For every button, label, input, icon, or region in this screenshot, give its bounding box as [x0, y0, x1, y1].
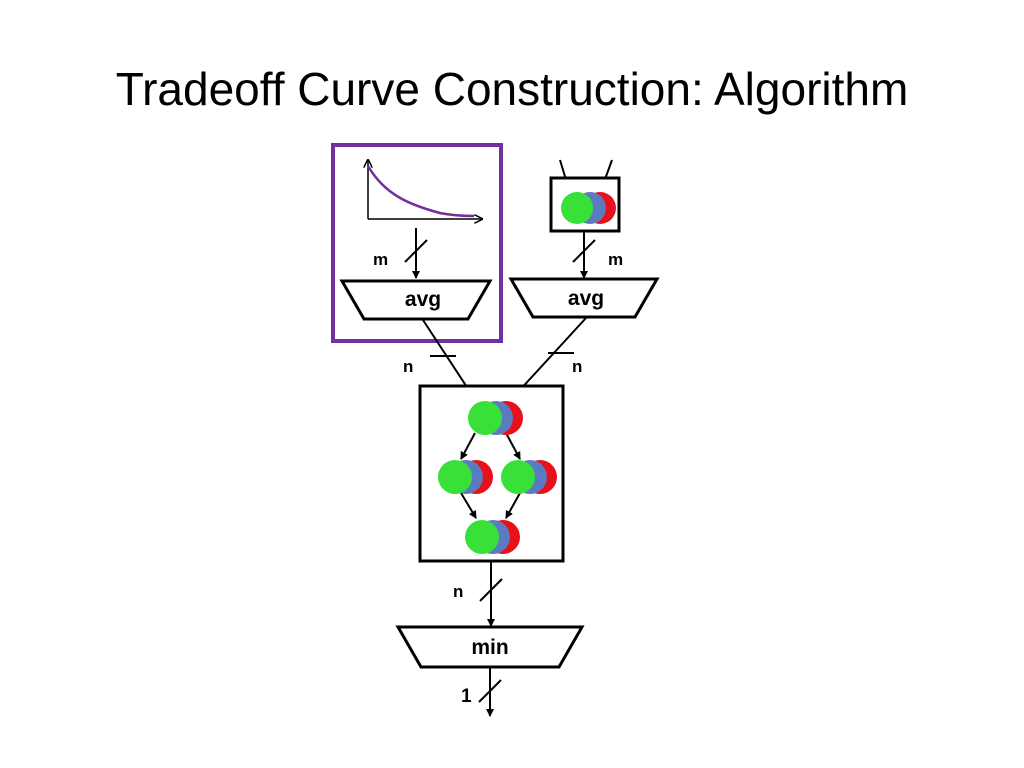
- bus-width-label: n: [453, 582, 463, 601]
- component-node-icon: [561, 192, 616, 224]
- graph-edge: [505, 492, 521, 519]
- bus-width-label: m: [608, 250, 623, 269]
- avg-left-trapezoid: [339, 279, 493, 321]
- bus-width-label: n: [572, 357, 582, 376]
- bus-slash: [478, 679, 502, 703]
- curve-line: [366, 165, 475, 218]
- min-label: min: [471, 636, 508, 659]
- highlight-frame: [331, 143, 503, 343]
- avg-left-label: avg: [405, 288, 441, 311]
- component-node-icon: [501, 460, 557, 494]
- min-trapezoid: [395, 625, 585, 669]
- tradeoff-curve-icon: [368, 160, 482, 219]
- component-node-icon: [465, 520, 520, 554]
- graph-edge: [460, 432, 476, 460]
- component-node-icon: [468, 401, 523, 435]
- graph-edge: [460, 492, 477, 519]
- bus-width-label: n: [403, 357, 413, 376]
- avg-right-label: avg: [568, 287, 604, 310]
- bus-slash: [404, 239, 428, 263]
- graph-edge: [505, 432, 521, 460]
- bus-width-label: 1: [461, 686, 472, 707]
- bus-width-label: m: [373, 250, 388, 269]
- slide-title: Tradeoff Curve Construction: Algorithm: [115, 63, 909, 115]
- avg-right-trapezoid: [508, 277, 660, 319]
- bus-slash: [479, 578, 503, 602]
- bus-slash: [572, 239, 596, 263]
- component-node-icon: [438, 460, 493, 494]
